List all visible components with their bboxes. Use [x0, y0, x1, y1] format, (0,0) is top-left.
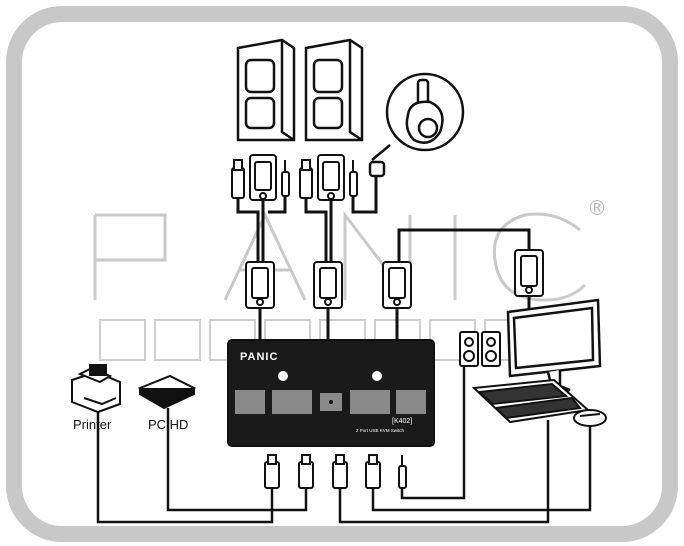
vga-plug-3-icon: [382, 261, 412, 309]
keyboard-icon: [471, 378, 591, 424]
usb-plug-2-icon: [298, 454, 314, 489]
pc1-connectors-icon: [231, 154, 290, 201]
peripheral-cables: [96, 366, 592, 524]
pc-tower-2-icon: [304, 38, 364, 142]
diagram-frame: [6, 6, 678, 542]
vga-plug-1-icon: [245, 261, 275, 309]
usb-plug-1-icon: [264, 454, 280, 489]
kvm-led-2-icon: [372, 371, 382, 381]
kvm-brand-label: PANIC: [240, 351, 279, 363]
printer-label: Printer: [73, 417, 112, 432]
kvm-switch-icon: [227, 339, 435, 447]
kvm-led-1-icon: [278, 371, 288, 381]
audio-plug-out-icon: [398, 455, 407, 489]
vga-plug-monitor-icon: [514, 249, 544, 297]
usb-plug-4-icon: [365, 454, 381, 489]
printer-icon: [71, 364, 121, 414]
kvm-vga-cables: [258, 308, 399, 340]
speakers-icon: [459, 331, 501, 367]
kvm-subtitle-label: 2 Port USB KVM Switch: [356, 428, 405, 433]
pc2-connectors-icon: [299, 154, 358, 201]
usb-plug-3-icon: [332, 454, 348, 489]
vga-plug-2-icon: [313, 261, 343, 309]
monitor-vga-cable: [397, 228, 531, 312]
monitor-icon: [506, 298, 602, 394]
pc-cables: [236, 176, 378, 262]
mouse-icon: [573, 409, 607, 427]
pc-hd-icon: [137, 374, 197, 410]
pc-tower-1-icon: [236, 38, 296, 142]
audio-jack-callout-icon: [368, 72, 465, 178]
kvm-model-label: [K402]: [392, 418, 413, 425]
pc-hd-label: PC HD: [148, 417, 189, 432]
registered-mark: ®: [587, 196, 607, 220]
